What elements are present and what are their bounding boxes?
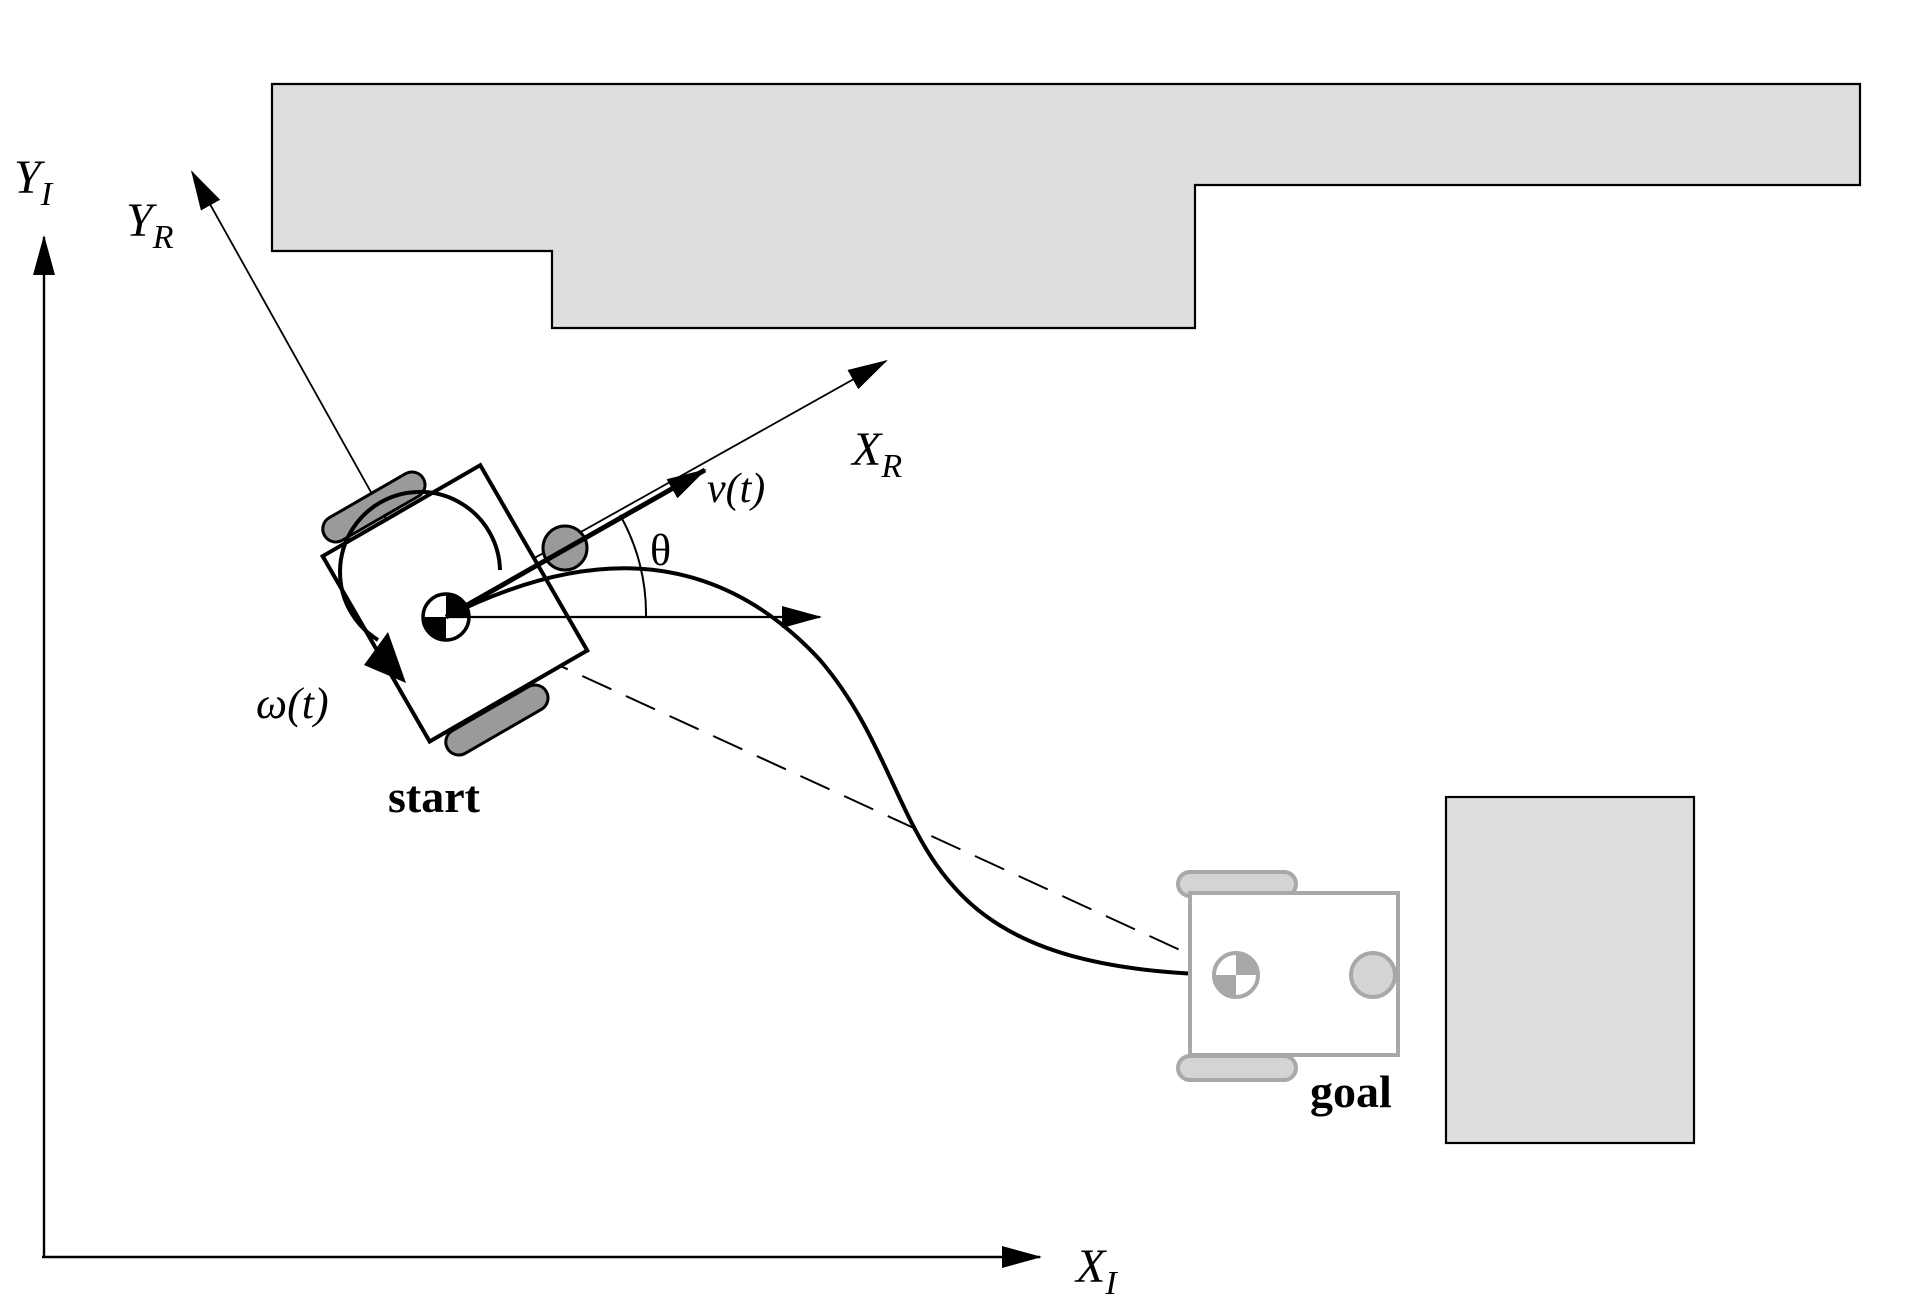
top-obstacle bbox=[270, 82, 1862, 330]
y-robot-label: YR bbox=[126, 194, 174, 256]
goal-robot bbox=[1176, 870, 1400, 1082]
omega-label: ω(t) bbox=[256, 679, 329, 728]
robot-trajectory bbox=[445, 566, 1231, 977]
velocity-label: v(t) bbox=[707, 466, 765, 512]
angular-velocity-arrowhead bbox=[364, 632, 406, 683]
goal-robot-caster bbox=[1349, 951, 1397, 999]
straight-line-path bbox=[494, 635, 1181, 951]
theta-label: θ bbox=[650, 526, 671, 575]
velocity-vector bbox=[444, 467, 707, 620]
heading-angle-arc bbox=[619, 514, 648, 618]
x-inertial-label: XI bbox=[1074, 1240, 1118, 1302]
y-inertial-label: YI bbox=[14, 151, 54, 213]
goal-robot-wheel-bottom bbox=[1176, 1054, 1298, 1082]
goal-side-obstacle bbox=[1444, 795, 1696, 1145]
angular-velocity-arc bbox=[338, 489, 502, 642]
start-robot-wheel-right bbox=[444, 683, 550, 757]
start-label: start bbox=[388, 771, 481, 822]
x-robot-label: XR bbox=[850, 423, 902, 485]
start-robot bbox=[319, 462, 590, 757]
goal-label: goal bbox=[1310, 1066, 1392, 1117]
